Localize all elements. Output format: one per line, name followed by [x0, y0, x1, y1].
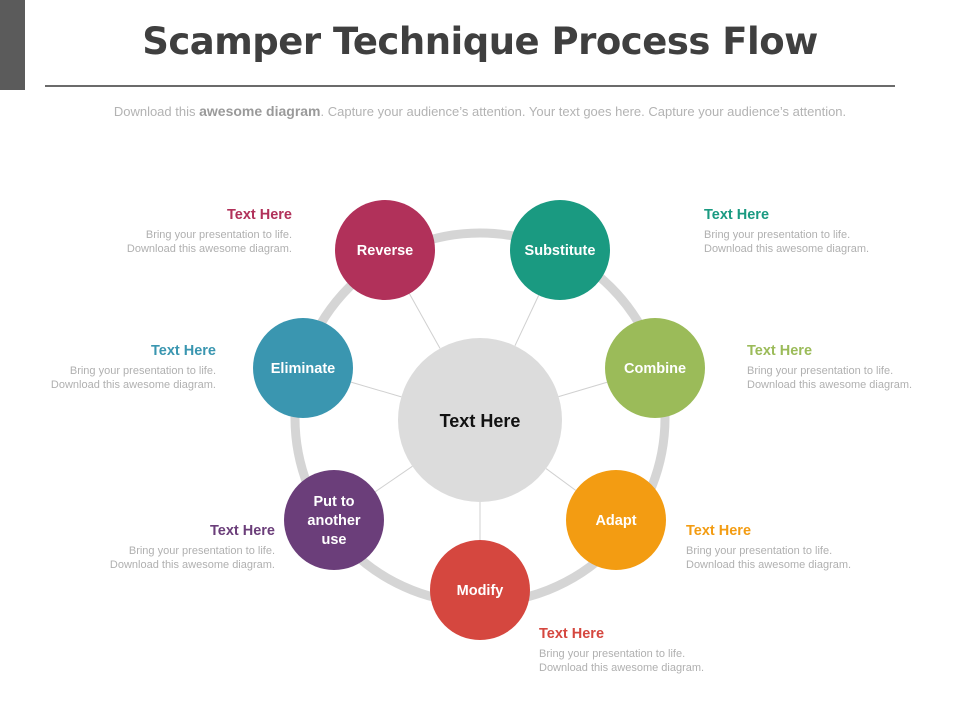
node-put-to-another-use: Put to another use — [284, 470, 384, 570]
node-label: Eliminate — [271, 361, 335, 377]
annotation-line-2: Download this awesome diagram. — [539, 662, 705, 674]
node-label: Substitute — [525, 243, 596, 259]
annotation-line-1: Bring your presentation to life. — [704, 229, 851, 241]
annotation-adapt: Text Here Bring your presentation to lif… — [686, 522, 926, 572]
annotation-reverse: Text Here Bring your presentation to lif… — [52, 206, 292, 256]
center-label: Text Here — [440, 411, 521, 431]
annotation-line-2: Download this awesome diagram. — [686, 559, 852, 571]
spoke-combine — [558, 381, 608, 398]
annotation-heading: Text Here — [704, 207, 770, 223]
node-circle — [335, 200, 435, 300]
subtitle-post: . Capture your audience’s attention. You… — [320, 104, 847, 119]
annotation-line-1: Bring your presentation to life. — [69, 365, 216, 377]
annotation-heading: Text Here — [209, 523, 275, 539]
annotation-line-1: Bring your presentation to life. — [539, 648, 686, 660]
node-label: Modify — [457, 583, 504, 599]
node-combine: Combine — [605, 318, 705, 418]
spoke-eliminate — [350, 381, 402, 398]
annotation-combine: Text Here Bring your presentation to lif… — [747, 342, 960, 392]
subtitle-pre: Download this — [113, 104, 200, 119]
annotation-heading: Text Here — [686, 523, 752, 539]
node-label-line: use — [322, 532, 347, 548]
node-adapt: Adapt — [566, 470, 666, 570]
annotation-line-1: Bring your presentation to life. — [747, 365, 894, 377]
node-modify: Modify — [430, 540, 530, 640]
subtitle: Download this awesome diagram. Capture y… — [0, 103, 960, 119]
annotation-substitute: Text Here Bring your presentation to lif… — [704, 206, 944, 256]
spokes — [350, 293, 608, 540]
annotation-line-2: Download this awesome diagram. — [704, 243, 870, 255]
annotation-put-to-another-use: Text Here Bring your presentation to lif… — [35, 522, 275, 572]
annotation-line-2: Download this awesome diagram. — [50, 379, 216, 391]
node-circle — [430, 540, 530, 640]
node-label-line: Reverse — [357, 243, 413, 259]
node-label: Combine — [624, 361, 686, 377]
spoke-substitute — [514, 295, 540, 347]
annotation-heading: Text Here — [150, 343, 216, 359]
center-circle — [398, 338, 562, 502]
annotation-heading: Text Here — [226, 207, 292, 223]
annotation-heading: Text Here — [747, 343, 813, 359]
node-circle — [510, 200, 610, 300]
annotation-line-2: Download this awesome diagram. — [126, 243, 292, 255]
title-divider — [45, 85, 895, 87]
annotation-eliminate: Text Here Bring your presentation to lif… — [0, 342, 216, 392]
node-label: Reverse — [357, 243, 413, 259]
node-label-line: another — [307, 513, 361, 529]
annotation-modify: Text Here Bring your presentation to lif… — [539, 625, 779, 675]
node-label-line: Modify — [457, 583, 504, 599]
node-reverse: Reverse — [335, 200, 435, 300]
node-label-line: Put to — [313, 494, 354, 510]
annotation-heading: Text Here — [539, 626, 605, 642]
node-eliminate: Eliminate — [253, 318, 353, 418]
annotation-line-2: Download this awesome diagram. — [747, 379, 913, 391]
page-title: Scamper Technique Process Flow — [142, 20, 818, 63]
node-circle — [566, 470, 666, 570]
annotation-line-2: Download this awesome diagram. — [109, 559, 275, 571]
node-circle — [284, 470, 384, 570]
annotation-line-1: Bring your presentation to life. — [686, 545, 833, 557]
node-label-line: Substitute — [525, 243, 596, 259]
node-label: Adapt — [595, 513, 636, 529]
node-substitute: Substitute — [510, 200, 610, 300]
subtitle-bold: awesome diagram — [199, 103, 321, 119]
node-label-line: Combine — [624, 361, 686, 377]
corner-accent-bar — [0, 0, 25, 90]
node-label-line: Adapt — [595, 513, 636, 529]
spoke-put-to-another-use — [374, 465, 413, 493]
node-label-line: Eliminate — [271, 361, 335, 377]
spoke-adapt — [545, 468, 577, 491]
node-circle — [605, 318, 705, 418]
annotation-line-1: Bring your presentation to life. — [128, 545, 275, 557]
node-label: Put to another use — [307, 494, 361, 548]
spoke-reverse — [408, 293, 441, 349]
node-circle — [253, 318, 353, 418]
annotation-line-1: Bring your presentation to life. — [145, 229, 292, 241]
